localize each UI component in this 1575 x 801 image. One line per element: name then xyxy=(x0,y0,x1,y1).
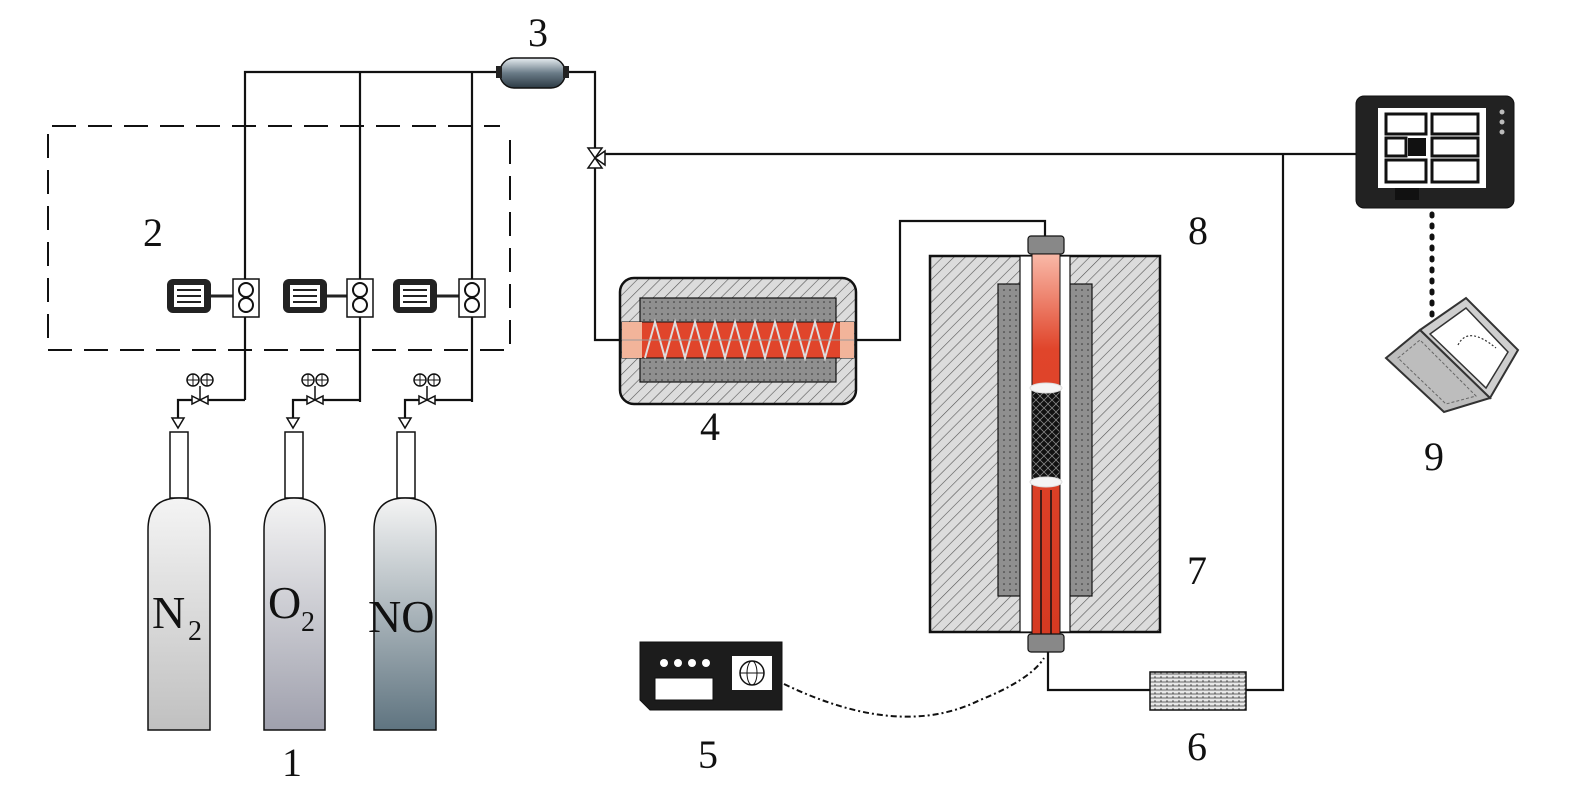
label-1: 1 xyxy=(282,740,302,785)
label-3: 3 xyxy=(528,10,548,55)
gas-label: O xyxy=(268,577,301,628)
flow-controller-box xyxy=(47,125,511,351)
gas-analyzer xyxy=(1355,95,1515,209)
gas-regulator xyxy=(170,373,245,430)
gas-regulator xyxy=(285,373,360,430)
reactor-tube xyxy=(1027,235,1065,653)
laptop-icon xyxy=(1384,296,1520,414)
three-way-valve xyxy=(586,147,606,169)
label-5: 5 xyxy=(698,732,718,777)
gas-cylinder-no: NO xyxy=(368,431,437,731)
gas-mixer xyxy=(496,57,569,89)
gas-label-subscript: 2 xyxy=(188,616,202,647)
label-9: 9 xyxy=(1424,434,1444,479)
gas-label-subscript: 2 xyxy=(301,607,315,638)
gas-manifold xyxy=(243,70,624,402)
gas-cylinder-o2: O 2 xyxy=(263,431,326,731)
preheater xyxy=(618,276,858,406)
gas-label: N xyxy=(152,587,185,638)
temperature-controller xyxy=(639,641,783,711)
label-4: 4 xyxy=(700,404,720,449)
label-6: 6 xyxy=(1187,724,1207,769)
mass-flow-controller xyxy=(283,278,374,318)
label-8: 8 xyxy=(1188,208,1208,253)
mass-flow-controller xyxy=(167,278,260,318)
gas-label: NO xyxy=(368,591,434,642)
condenser xyxy=(1149,671,1247,711)
gas-regulator xyxy=(397,373,472,430)
mass-flow-controller xyxy=(393,278,486,318)
gas-cylinder-n2: N 2 xyxy=(147,431,211,731)
label-7: 7 xyxy=(1187,548,1207,593)
label-2: 2 xyxy=(143,210,163,255)
